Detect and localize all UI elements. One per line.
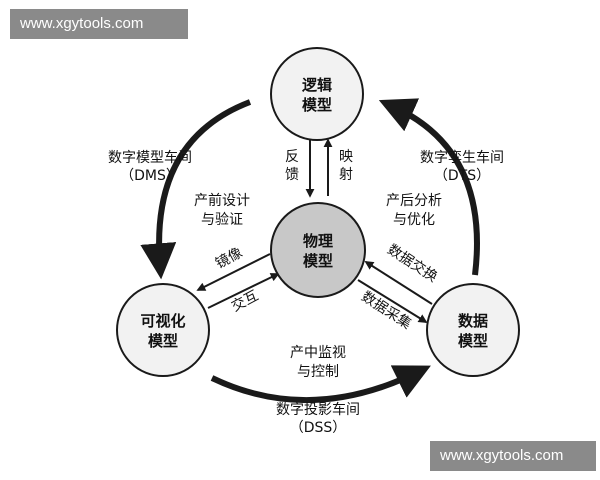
- arrow-collect: [357, 279, 428, 323]
- node-visual-model: 可视化 模型: [116, 283, 210, 377]
- label-mapping: 映 射: [339, 149, 353, 183]
- svg-text:映: 映: [339, 149, 353, 165]
- label-dss: 数字投影车间 （DSS）: [276, 401, 360, 436]
- svg-text:模型: 模型: [303, 252, 333, 270]
- svg-text:（DSS）: （DSS）: [290, 420, 347, 436]
- svg-text:数字模型车间: 数字模型车间: [108, 149, 192, 166]
- svg-text:模型: 模型: [148, 332, 178, 350]
- svg-text:数字孪生车间: 数字孪生车间: [420, 149, 504, 166]
- svg-text:模型: 模型: [302, 96, 332, 114]
- label-feedback: 反 馈: [285, 149, 299, 183]
- svg-text:射: 射: [339, 167, 353, 183]
- label-design-verification: 产前设计 与验证: [194, 192, 250, 228]
- node-data-model: 数据 模型: [426, 283, 520, 377]
- arc-dts: [378, 98, 480, 276]
- node-physical-model: 物理 模型: [270, 202, 366, 298]
- svg-text:数据: 数据: [458, 312, 488, 330]
- svg-text:产后分析: 产后分析: [386, 193, 442, 209]
- svg-text:可视化: 可视化: [140, 312, 185, 330]
- arc-dms: [140, 99, 252, 280]
- label-monitor-control: 产中监视 与控制: [290, 345, 346, 380]
- label-analysis-optimization: 产后分析 与优化: [386, 193, 442, 228]
- svg-text:（DMS）: （DMS）: [120, 168, 180, 184]
- svg-text:馈: 馈: [285, 167, 299, 183]
- arc-dss: [210, 365, 431, 404]
- svg-text:与优化: 与优化: [393, 212, 435, 228]
- watermark-bottom: www.xgytools.com: [430, 441, 596, 471]
- svg-text:反: 反: [285, 149, 299, 165]
- arrow-mirror: [196, 253, 271, 291]
- label-dts: 数字孪生车间 （DTS）: [420, 149, 504, 184]
- svg-text:模型: 模型: [458, 332, 488, 350]
- watermark-top: www.xgytools.com: [10, 9, 188, 39]
- svg-text:逻辑: 逻辑: [302, 76, 332, 94]
- svg-text:与控制: 与控制: [297, 364, 339, 380]
- node-logic-model: 逻辑 模型: [270, 47, 364, 141]
- svg-text:（DTS）: （DTS）: [434, 168, 490, 184]
- label-dms: 数字模型车间 （DMS）: [108, 149, 192, 184]
- svg-text:物理: 物理: [303, 232, 333, 250]
- arrow-interact: [207, 273, 280, 309]
- svg-text:数字投影车间: 数字投影车间: [276, 401, 360, 418]
- svg-text:产中监视: 产中监视: [290, 345, 346, 361]
- svg-text:产前设计: 产前设计: [194, 192, 250, 209]
- svg-text:与验证: 与验证: [201, 212, 243, 228]
- arrow-exchange: [364, 261, 433, 305]
